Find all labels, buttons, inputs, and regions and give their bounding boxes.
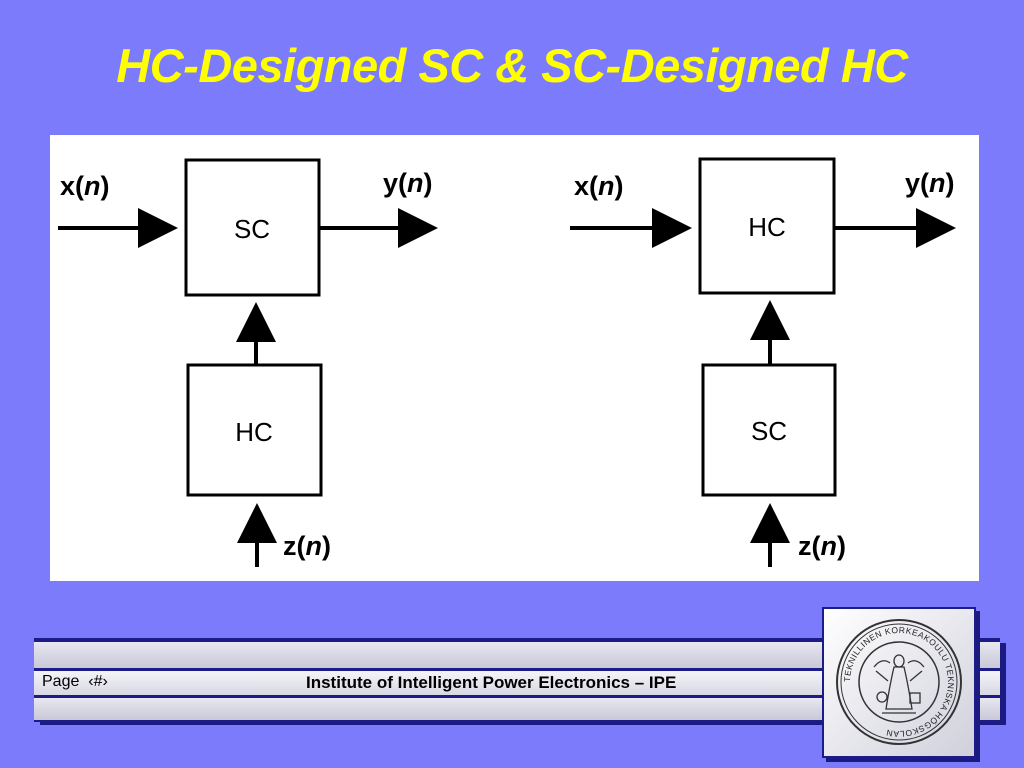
seal-figure	[873, 654, 925, 714]
left-x-label: x(n)	[60, 171, 110, 201]
right-z-label: z(n)	[798, 531, 846, 561]
left-diagram: SC HC x(n) y(n) z(n)	[58, 158, 438, 567]
left-main-block-label: SC	[234, 214, 270, 244]
right-main-block	[698, 157, 836, 295]
university-seal-icon: TEKNILLINEN KORKEAKOULU TEKNISKA HÖGSKOL…	[836, 619, 962, 745]
footer-band-bottom	[34, 698, 1000, 720]
left-control-block-label: HC	[235, 417, 273, 447]
institute-name: Institute of Intelligent Power Electroni…	[306, 673, 677, 692]
right-main-block-label: HC	[748, 212, 786, 242]
right-x-label: x(n)	[574, 171, 624, 201]
left-y-label: y(n)	[383, 168, 433, 198]
right-diagram: HC SC x(n) y(n) z(n)	[570, 157, 956, 567]
right-control-block	[701, 363, 837, 497]
left-z-label: z(n)	[283, 531, 331, 561]
slide-title: HC-Designed SC & SC-Designed HC	[116, 39, 908, 92]
right-control-block-label: SC	[751, 416, 787, 446]
page-number: Page ‹#›	[42, 673, 108, 690]
block-diagram: SC HC x(n) y(n) z(n) HC	[58, 157, 956, 567]
left-control-block	[186, 363, 323, 497]
right-y-label: y(n)	[905, 168, 955, 198]
diagram-panel: SC HC x(n) y(n) z(n) HC	[50, 135, 979, 581]
logo-box: TEKNILLINEN KORKEAKOULU TEKNISKA HÖGSKOL…	[822, 607, 976, 758]
left-main-block	[184, 158, 321, 297]
